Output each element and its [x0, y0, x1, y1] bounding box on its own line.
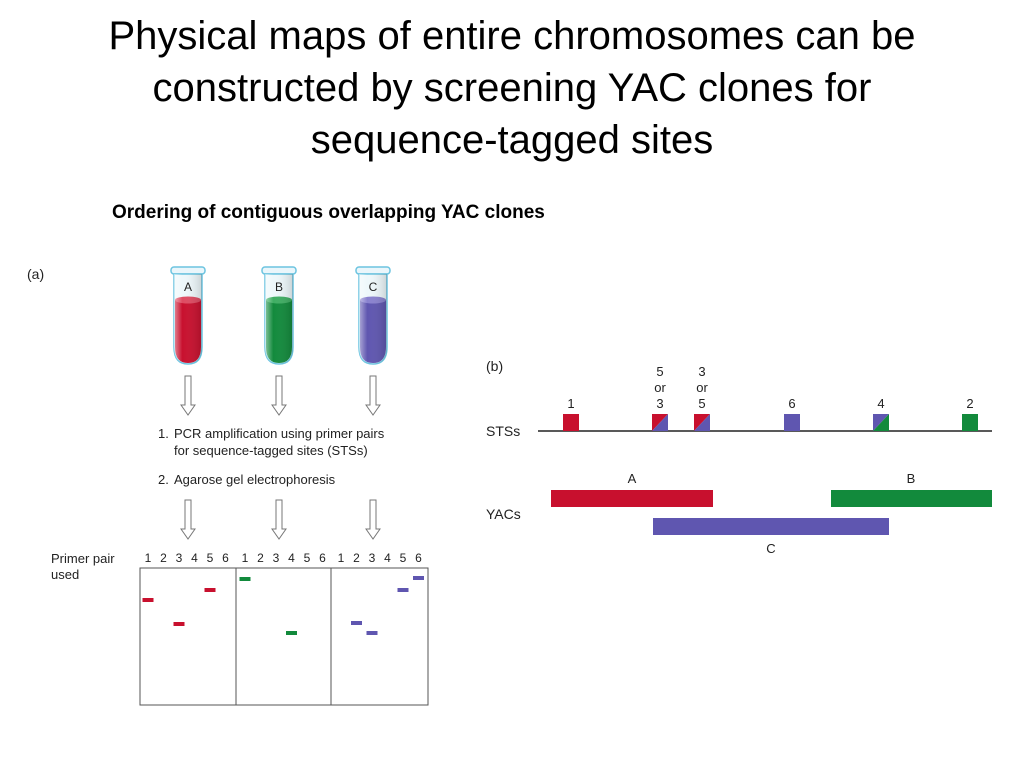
sts-marker-label: 2	[966, 396, 973, 411]
arrow-down-icon	[181, 500, 380, 539]
sts-marker-4: 6	[784, 396, 800, 431]
lane-number: 2	[160, 551, 167, 565]
lane-number: 3	[369, 551, 376, 565]
step-1-line-2: for sequence-tagged sites (STSs)	[174, 443, 368, 458]
sts-marker-6: 2	[962, 396, 978, 431]
step-1-number: 1.	[158, 426, 169, 441]
sts-marker-1: 1	[563, 396, 579, 431]
arrow-down-icon	[181, 376, 380, 415]
sts-marker-label: 3	[698, 364, 705, 379]
sts-marker-label: 4	[877, 396, 884, 411]
panel-a-label: (a)	[27, 266, 44, 282]
sts-marker-label: or	[696, 380, 708, 395]
gel-band-a-lane-1	[143, 598, 154, 602]
gel-band-a-lane-3	[174, 622, 185, 626]
lane-number: 2	[353, 551, 360, 565]
sts-marker-label: or	[654, 380, 666, 395]
step-2-number: 2.	[158, 472, 169, 487]
lane-number: 4	[288, 551, 295, 565]
sts-marker-label: 5	[698, 396, 705, 411]
gel-band-b-lane-1	[240, 577, 251, 581]
gel-bands	[143, 576, 425, 635]
primer-pair-label-used: used	[51, 567, 79, 582]
lane-number: 1	[145, 551, 152, 565]
lane-number: 1	[242, 551, 249, 565]
lane-number: 6	[415, 551, 422, 565]
tube-b: B	[262, 267, 296, 364]
lane-number: 4	[384, 551, 391, 565]
sts-marker-5: 4	[873, 396, 889, 431]
yac-bar-b	[831, 490, 992, 507]
panel-b-label: (b)	[486, 358, 503, 374]
lane-number: 2	[257, 551, 264, 565]
sts-marker-label: 1	[567, 396, 574, 411]
lane-number: 3	[176, 551, 183, 565]
yac-bar-c	[653, 518, 889, 535]
sts-marker-label: 3	[656, 396, 663, 411]
lane-number: 1	[338, 551, 345, 565]
yac-row-label: YACs	[486, 506, 521, 522]
lane-number: 3	[273, 551, 280, 565]
tube-c: C	[356, 267, 390, 364]
gel-band-c-lane-3	[367, 631, 378, 635]
tube-a: A	[171, 267, 205, 364]
sts-row-label: STSs	[486, 423, 520, 439]
yac-bars: A B C	[551, 471, 992, 556]
gel-band-c-lane-2	[351, 621, 362, 625]
tube-c-label: C	[369, 280, 378, 294]
lane-number: 4	[191, 551, 198, 565]
gel-band-c-lane-5	[398, 588, 409, 592]
sts-marker-label: 5	[656, 364, 663, 379]
yac-label-a: A	[628, 471, 637, 486]
tube-b-label: B	[275, 280, 283, 294]
agarose-gel	[140, 568, 428, 705]
lane-number: 5	[207, 551, 214, 565]
sts-marker-label: 6	[788, 396, 795, 411]
lane-number: 6	[319, 551, 326, 565]
step-2-line-1: Agarose gel electrophoresis	[174, 472, 336, 487]
tube-a-label: A	[184, 280, 192, 294]
gel-band-c-lane-6	[413, 576, 424, 580]
lane-number: 6	[222, 551, 229, 565]
yac-bar-a	[551, 490, 713, 507]
step-1-line-1: PCR amplification using primer pairs	[174, 426, 385, 441]
lane-number: 5	[400, 551, 407, 565]
primer-pair-label: Primer pair	[51, 551, 115, 566]
yac-label-b: B	[907, 471, 916, 486]
yac-label-c: C	[766, 541, 775, 556]
gel-band-a-lane-5	[205, 588, 216, 592]
gel-band-b-lane-4	[286, 631, 297, 635]
lane-number: 5	[304, 551, 311, 565]
